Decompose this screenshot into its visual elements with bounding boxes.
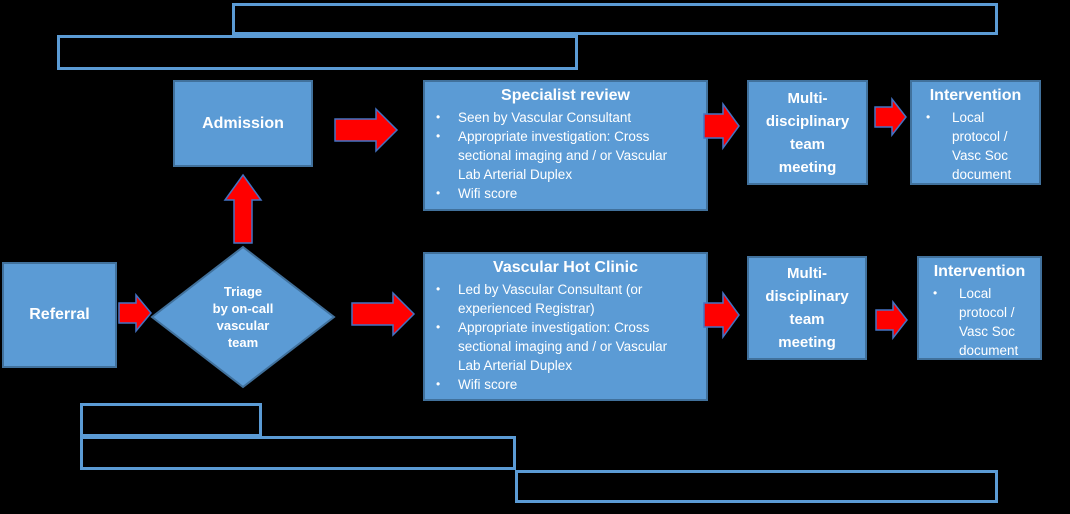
node-mdt-meeting-top: Multi- disciplinary team meeting xyxy=(747,80,868,185)
flow-arrow-triage-to-hot-clinic xyxy=(351,291,416,337)
hot-clinic-title: Vascular Hot Clinic xyxy=(493,259,638,276)
list-item: • Wifi score xyxy=(431,375,700,394)
intervention-bottom-title: Intervention xyxy=(933,263,1026,280)
bullet-icon: • xyxy=(926,110,931,124)
flow-arrow-mdt-to-intervention-top xyxy=(874,96,907,138)
specialist-review-title: Specialist review xyxy=(501,87,630,104)
list-item: • Led by Vascular Consultant (or experie… xyxy=(431,280,700,318)
node-admission: Admission xyxy=(173,80,313,167)
bullet-icon: • xyxy=(933,286,938,300)
flow-arrow-triage-to-admission xyxy=(223,173,263,244)
node-mdt-top-label: Multi- disciplinary team meeting xyxy=(765,89,850,176)
list-item: • Local protocol / Vasc Soc document xyxy=(925,284,1034,360)
overlay-box-bottom-small xyxy=(80,403,262,437)
overlay-box-bottom-wide xyxy=(80,436,516,470)
bullet-text: Wifi score xyxy=(458,377,518,392)
node-mdt-meeting-bottom: Multi- disciplinary team meeting xyxy=(747,256,867,360)
overlay-box-top-right xyxy=(232,3,998,35)
node-mdt-bottom-label: Multi- disciplinary team meeting xyxy=(765,265,849,351)
node-triage-label: Triage by on-call vascular team xyxy=(212,284,274,350)
node-vascular-hot-clinic: Vascular Hot Clinic • Led by Vascular Co… xyxy=(423,252,708,401)
overlay-box-bottom-right xyxy=(515,470,998,503)
node-intervention-top: Intervention • Local protocol / Vasc Soc… xyxy=(910,80,1041,185)
flow-arrow-admission-to-specialist xyxy=(334,107,399,153)
bullet-icon: • xyxy=(436,320,441,334)
bullet-text: Appropriate investigation: Cross section… xyxy=(458,320,668,373)
list-item: • Seen by Vascular Consultant xyxy=(431,108,700,127)
bullet-icon: • xyxy=(436,377,441,391)
triage-diamond-shape xyxy=(150,245,336,389)
node-intervention-bottom: Intervention • Local protocol / Vasc Soc… xyxy=(917,256,1042,360)
bullet-icon: • xyxy=(436,110,441,124)
flow-arrow-specialist-to-mdt xyxy=(703,101,740,151)
flow-arrow-hot-clinic-to-mdt xyxy=(703,290,740,340)
node-referral-label: Referral xyxy=(29,306,90,323)
list-item: • Appropriate investigation: Cross secti… xyxy=(431,127,700,184)
overlay-box-top-left xyxy=(57,35,578,70)
intervention-top-title: Intervention xyxy=(929,87,1022,104)
bullet-text: Led by Vascular Consultant (or experienc… xyxy=(458,282,643,316)
bullet-text: Seen by Vascular Consultant xyxy=(458,110,632,125)
flow-arrow-referral-to-triage xyxy=(118,292,152,334)
list-item: • Appropriate investigation: Cross secti… xyxy=(431,318,700,375)
bullet-icon: • xyxy=(436,282,441,296)
bullet-icon: • xyxy=(436,186,441,200)
node-admission-label: Admission xyxy=(202,114,284,132)
bullet-text: Wifi score xyxy=(458,186,518,201)
bullet-icon: • xyxy=(436,129,441,143)
node-specialist-review: Specialist review • Seen by Vascular Con… xyxy=(423,80,708,211)
flow-arrow-mdt-to-intervention-bottom xyxy=(875,299,908,341)
bullet-text: Appropriate investigation: Cross section… xyxy=(458,129,668,182)
list-item: • Local protocol / Vasc Soc document xyxy=(918,108,1033,184)
node-triage: Triage by on-call vascular team xyxy=(150,245,336,389)
list-item: • Wifi score xyxy=(431,184,700,203)
bullet-text: Local protocol / Vasc Soc document xyxy=(952,110,1012,182)
bullet-text: Local protocol / Vasc Soc document xyxy=(959,286,1019,358)
node-referral: Referral xyxy=(2,262,117,368)
